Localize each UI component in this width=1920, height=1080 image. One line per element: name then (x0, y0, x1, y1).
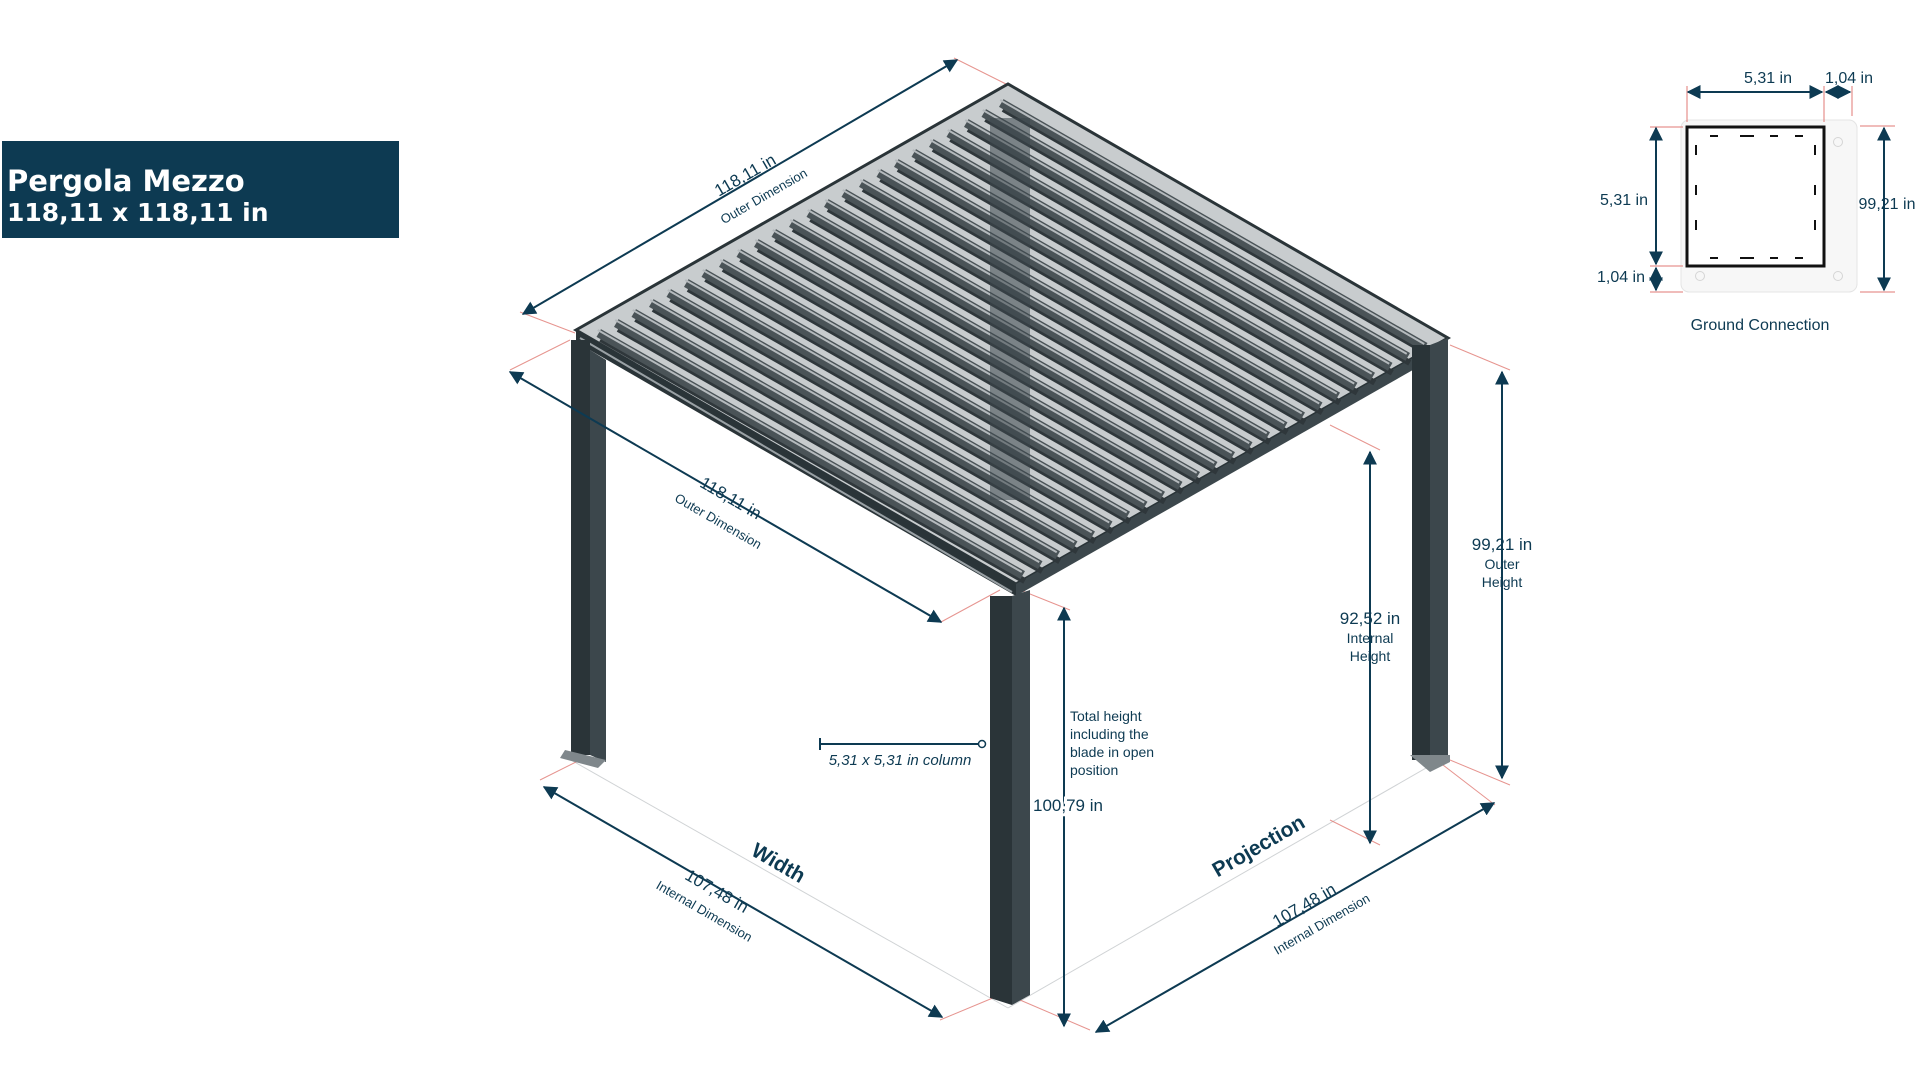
product-size: 118,11 x 118,11 in (7, 198, 269, 227)
louver-blade (981, 109, 1410, 361)
outer-left-dimension-line (508, 371, 943, 623)
outer-height-caption-1: Outer (1484, 556, 1519, 572)
blade-highlight (964, 119, 1390, 365)
internal-height-caption-1: Internal (1347, 630, 1394, 646)
gc-top-width: 5,31 in (1744, 70, 1792, 87)
louver-blade (911, 149, 1340, 401)
column-label: 5,31 x 5,31 in column (829, 752, 972, 769)
gc-left-height: 5,31 in (1600, 192, 1648, 209)
outer-back-dimension-line (521, 59, 959, 315)
internal-height-value: 92,52 in (1340, 609, 1401, 628)
louver-blade (894, 159, 1323, 411)
ground-connection-detail: 5,31 in 1,04 in 5,31 in 1,04 in 99,21 in… (1597, 70, 1915, 334)
projection-heading: Projection (1209, 811, 1309, 882)
blade-highlight (912, 149, 1338, 395)
louver-blades (596, 99, 1429, 584)
column-section (1685, 125, 1826, 268)
column-pointer-dot (977, 739, 987, 749)
louver-blade (999, 99, 1428, 351)
louver-blade (964, 119, 1393, 371)
blade-highlight (999, 99, 1425, 345)
total-height-note-2: including the (1070, 726, 1149, 742)
width-heading: Width (747, 839, 809, 888)
gc-title: Ground Connection (1691, 317, 1830, 334)
projection-dimension-line (1094, 802, 1496, 1033)
blade-highlight (894, 159, 1320, 405)
total-height-note-4: position (1070, 762, 1118, 778)
product-title-banner: Pergola Mezzo 118,11 x 118,11 in (2, 141, 399, 238)
blade-highlight (982, 109, 1408, 355)
outer-height-caption-2: Height (1482, 574, 1523, 590)
center-support-beam (990, 118, 1030, 500)
gc-left-offset: 1,04 in (1597, 269, 1645, 286)
dimension-lines (508, 59, 1509, 1033)
outer-height-value: 99,21 in (1472, 535, 1533, 554)
total-height-value: 100,79 in (1033, 796, 1103, 815)
total-height-note-1: Total height (1070, 708, 1142, 724)
gc-right-height: 99,21 in (1859, 196, 1916, 213)
total-height-note-3: blade in open (1070, 744, 1154, 760)
width-dimension-line (542, 786, 944, 1018)
gc-top-offset: 1,04 in (1825, 70, 1873, 87)
internal-height-caption-2: Height (1350, 648, 1391, 664)
product-name: Pergola Mezzo (7, 164, 245, 198)
